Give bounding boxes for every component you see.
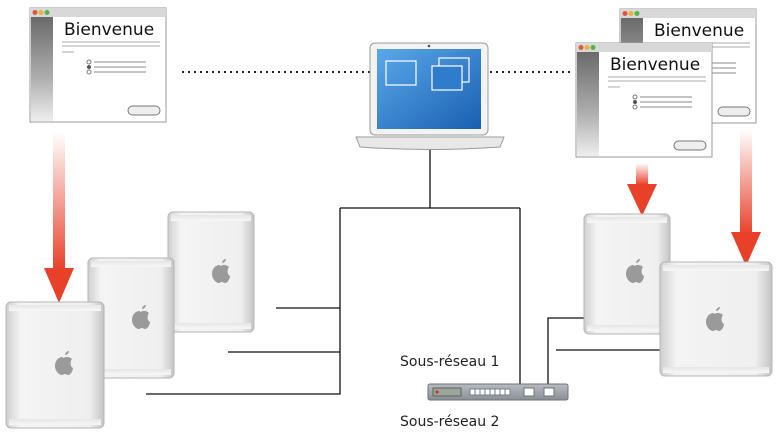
welcome-window-right-front: Bienvenue <box>575 42 713 158</box>
tower-left-back <box>167 211 255 333</box>
subnet-2-label: Sous-réseau 2 <box>400 414 500 430</box>
arrow-right-long <box>731 130 761 266</box>
arrow-right-short <box>627 163 657 216</box>
welcome-window-title: Bienvenue <box>64 20 154 40</box>
tower-right-front <box>659 261 773 377</box>
welcome-window-title: Bienvenue <box>610 55 700 75</box>
network-switch-icon <box>427 383 569 401</box>
tower-right-back <box>583 213 671 335</box>
tower-left-front <box>5 301 105 429</box>
welcome-window-title: Bienvenue <box>654 21 744 41</box>
laptop <box>355 42 505 150</box>
network-lines <box>146 148 660 395</box>
welcome-window-right-back: Bienvenue <box>619 8 757 124</box>
subnet-1-label: Sous-réseau 1 <box>400 354 500 370</box>
welcome-window-left: Bienvenue <box>29 7 167 123</box>
arrow-left <box>44 132 74 303</box>
